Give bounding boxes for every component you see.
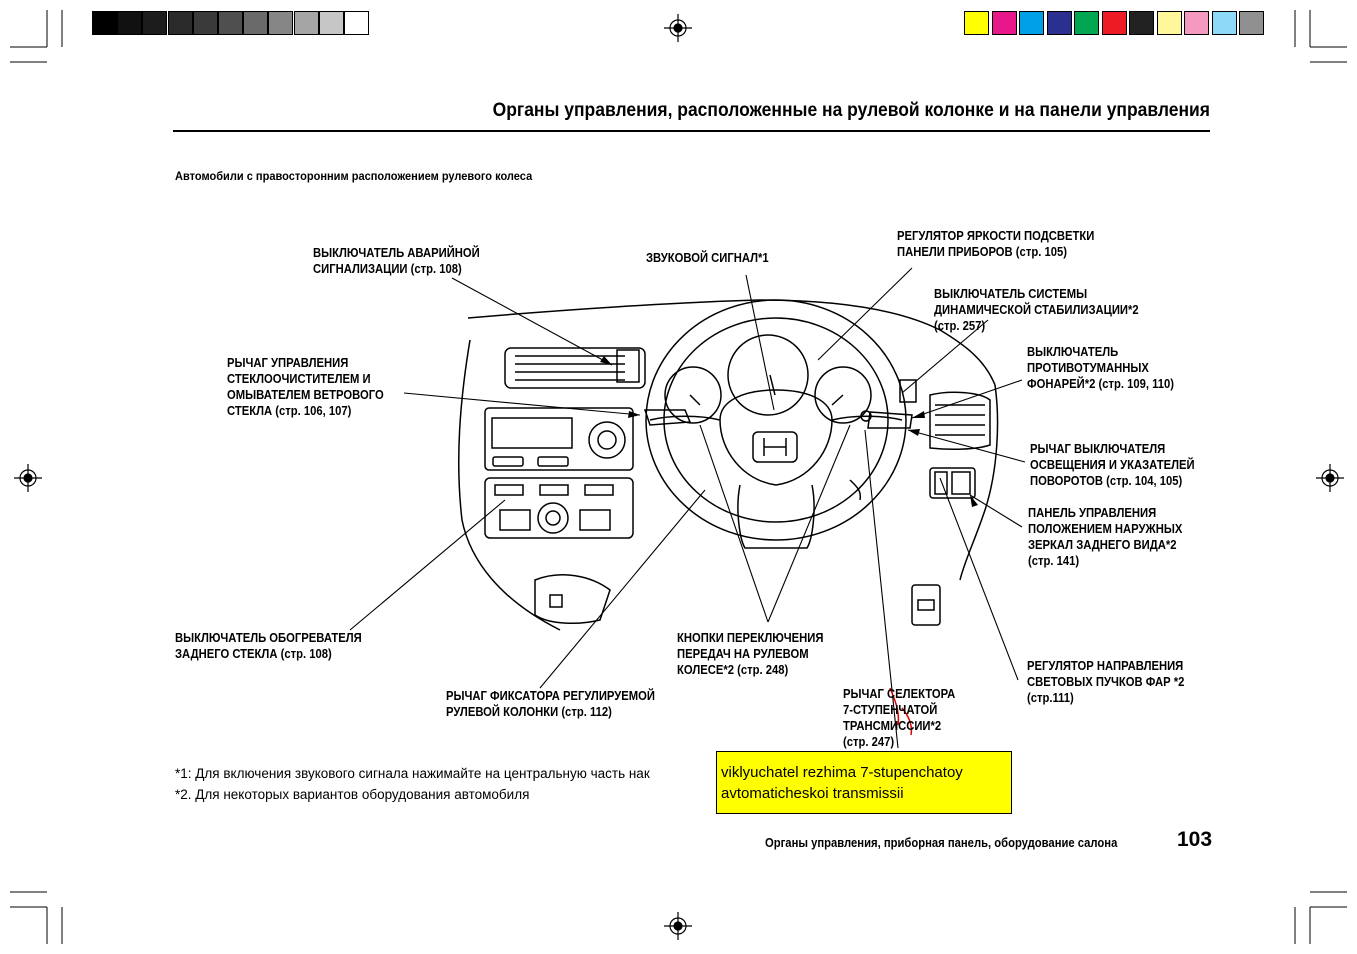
color-swatch (1074, 11, 1099, 35)
annotation-line-2: avtomaticheskoi transmissii (721, 785, 904, 802)
color-swatch (1046, 11, 1072, 35)
color-swatch (1239, 11, 1264, 35)
color-swatch (344, 11, 369, 35)
color-swatch (218, 11, 243, 35)
page-title: Органы управления, расположенные на руле… (492, 100, 1211, 121)
page-number: 103 (1177, 828, 1213, 851)
color-swatch (1211, 11, 1237, 35)
color-swatch (243, 11, 269, 35)
color-swatch (1184, 11, 1209, 35)
section-footer: Органы управления, приборная панель, обо… (765, 836, 1118, 850)
color-swatch (1019, 11, 1044, 35)
color-swatch (1129, 11, 1154, 35)
color-swatch (293, 11, 319, 35)
footnote-2: *2. Для некоторых вариантов оборудования… (175, 787, 530, 802)
color-swatch (1156, 11, 1182, 35)
color-swatch (167, 11, 193, 35)
annotation-line-1: viklyuchatel rezhima 7-stupenchatoy (721, 764, 963, 781)
translation-annotation-box: viklyuchatel rezhima 7-stupenchatoy avto… (716, 751, 1012, 814)
color-swatch (991, 11, 1017, 35)
color-swatch (192, 11, 218, 35)
footnote-1: *1: Для включения звукового сигнала нажи… (175, 766, 650, 781)
color-swatch (318, 11, 344, 35)
color-swatch (1101, 11, 1127, 35)
label-horn: ЗВУКОВОЙ СИГНАЛ*1 (646, 251, 769, 265)
color-swatch (117, 11, 143, 35)
diagram-subtitle: Автомобили с правосторонним расположение… (175, 169, 533, 183)
color-swatch (142, 11, 168, 35)
color-swatch (964, 11, 989, 35)
title-rule (173, 130, 1210, 132)
color-swatch (92, 11, 117, 35)
color-swatch (268, 11, 294, 35)
